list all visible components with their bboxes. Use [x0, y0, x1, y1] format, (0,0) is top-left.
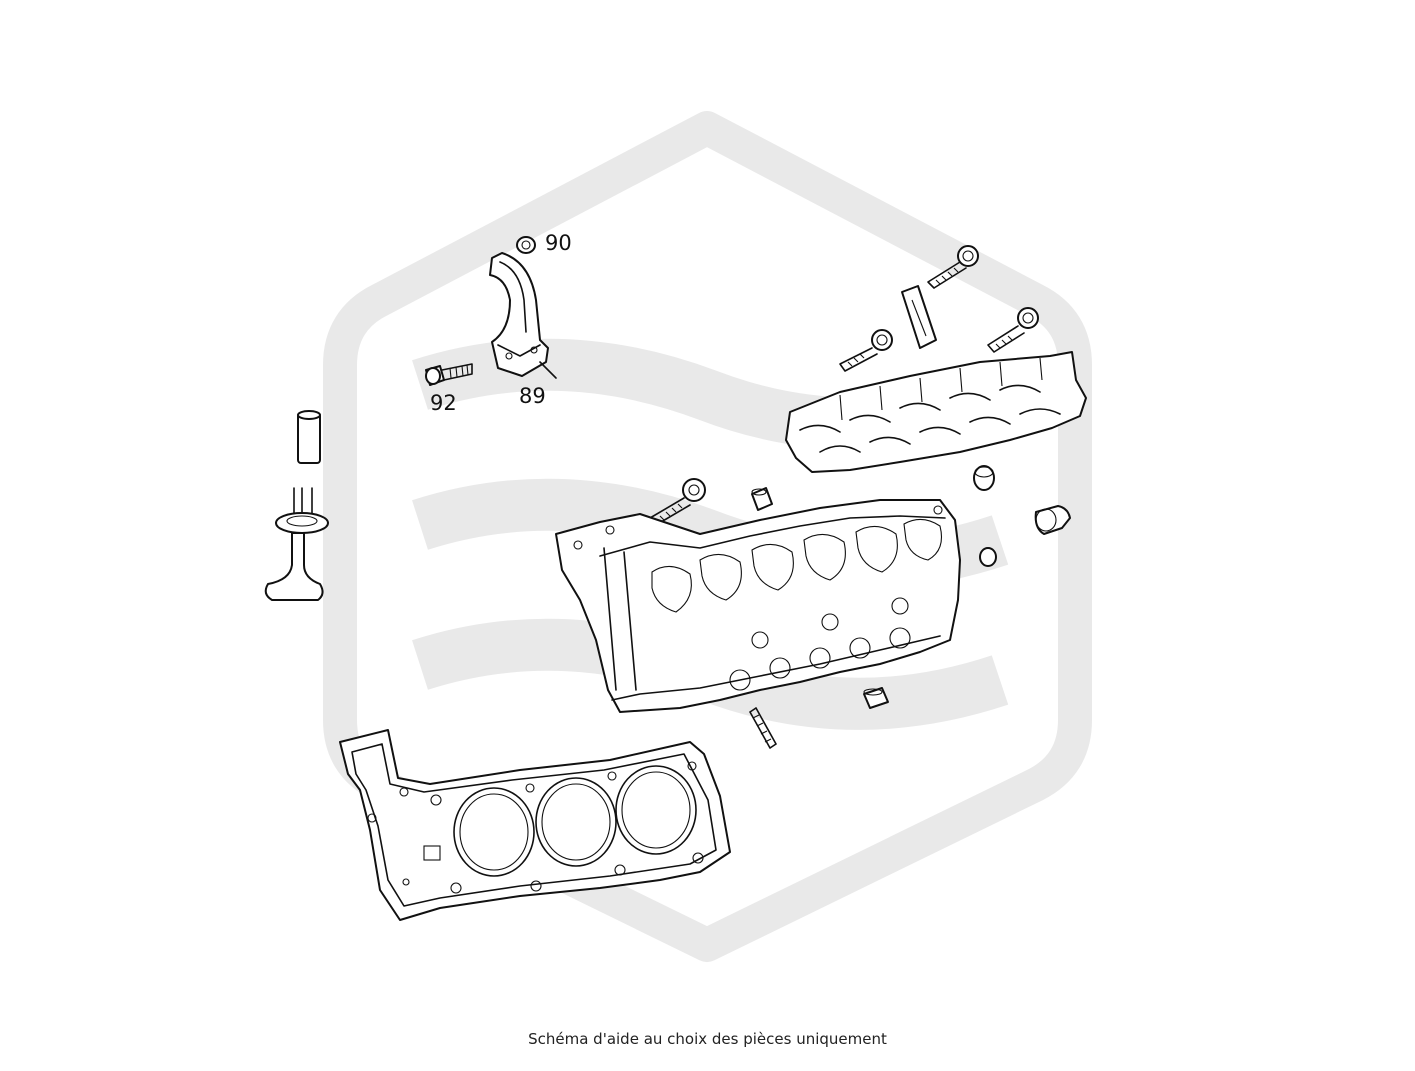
part-sleeve-bottom[interactable] [863, 687, 889, 709]
callout-label[interactable]: 90 [545, 231, 572, 255]
part-head-gasket[interactable] [339, 729, 731, 921]
part-bolt-middle[interactable] [839, 329, 893, 372]
part-camshaft-carrier[interactable] [785, 351, 1087, 473]
part-sleeve-top[interactable] [751, 487, 773, 511]
part-cylinder-head[interactable] [555, 499, 961, 713]
part-89-bracket[interactable] [489, 252, 557, 379]
part-plug-right[interactable] [1034, 505, 1071, 535]
part-bolt-top-right[interactable] [927, 245, 979, 289]
callout-label[interactable]: 92 [430, 391, 457, 415]
part-valve[interactable] [264, 410, 329, 601]
part-bolt-right[interactable] [987, 307, 1039, 353]
part-plate[interactable] [901, 285, 937, 349]
part-cap-right[interactable] [979, 547, 997, 567]
part-92-bolt[interactable] [425, 363, 473, 386]
part-stud[interactable] [749, 707, 777, 749]
callout-label[interactable]: 89 [519, 384, 546, 408]
part-sleeve-right[interactable] [973, 465, 995, 491]
caption: Schéma d'aide au choix des pièces unique… [528, 1030, 887, 1048]
part-90-bushing[interactable] [516, 236, 536, 254]
